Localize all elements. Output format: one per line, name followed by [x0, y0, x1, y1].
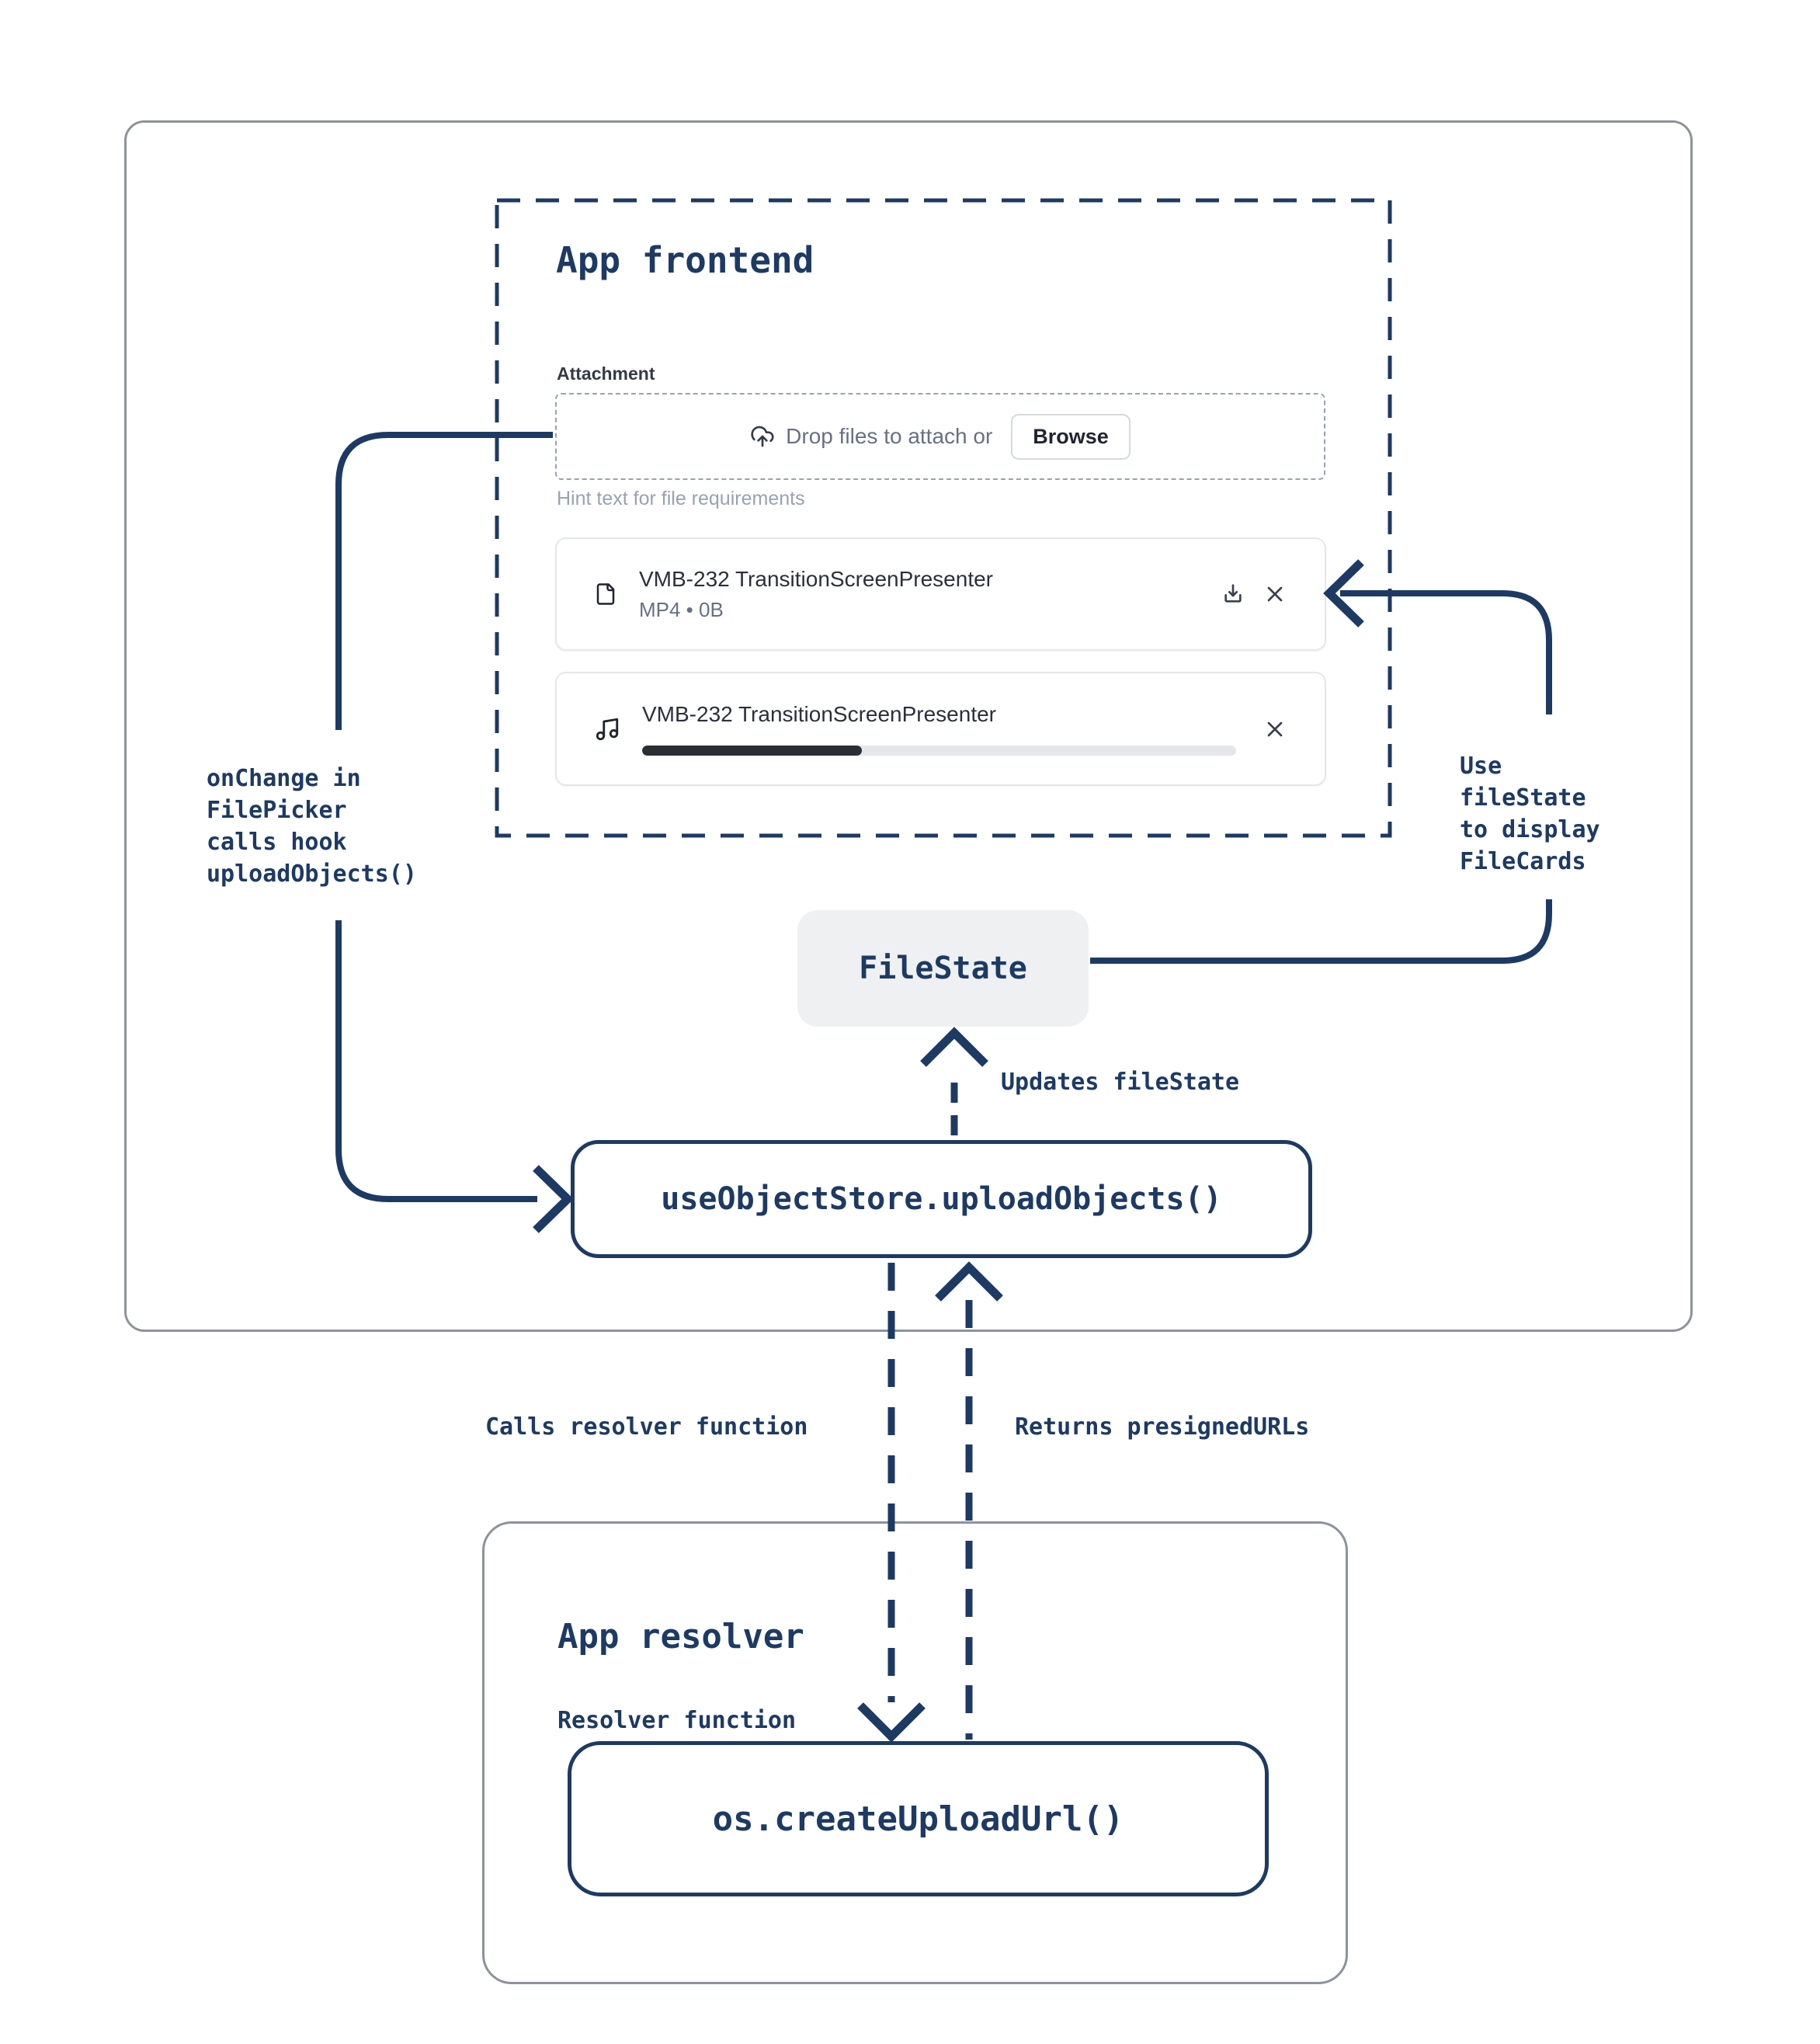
upload-hook-node: useObjectStore.uploadObjects(): [571, 1140, 1312, 1258]
create-upload-url-node: os.createUploadUrl(): [568, 1741, 1269, 1896]
music-icon: [594, 716, 620, 742]
upload-progress-bar: [642, 746, 1236, 756]
progress-fill: [642, 746, 863, 756]
onchange-annotation: onChange in FilePicker calls hook upload…: [207, 765, 417, 888]
app-resolver-title: App resolver: [557, 1617, 804, 1656]
resolver-function-label: Resolver function: [557, 1707, 797, 1734]
app-frontend-title: App frontend: [556, 239, 814, 281]
attachment-label: Attachment: [557, 363, 655, 384]
browse-button[interactable]: Browse: [1011, 413, 1131, 460]
dropzone-hint: Hint text for file requirements: [557, 488, 805, 509]
file-icon: [594, 581, 617, 607]
calls-resolver-label: Calls resolver function: [485, 1413, 808, 1441]
close-icon[interactable]: [1263, 582, 1287, 607]
filestate-node: FileState: [797, 910, 1089, 1027]
file-dropzone[interactable]: Drop files to attach or Browse: [555, 393, 1325, 480]
use-filestate-annotation: Use fileState to display FileCards: [1460, 753, 1600, 875]
file-title: VMB-232 TransitionScreenPresenter: [639, 566, 993, 591]
file-card-uploading: VMB-232 TransitionScreenPresenter: [555, 672, 1326, 786]
returns-presigned-label: Returns presignedURLs: [1015, 1413, 1310, 1441]
dropzone-prompt: Drop files to attach or: [786, 424, 993, 448]
file-title: VMB-232 TransitionScreenPresenter: [642, 702, 996, 726]
close-icon[interactable]: [1263, 717, 1287, 742]
upload-cloud-icon: [750, 424, 775, 449]
updates-filestate-label: Updates fileState: [1001, 1069, 1240, 1096]
download-icon[interactable]: [1221, 582, 1245, 607]
file-card-uploaded: VMB-232 TransitionScreenPresenter MP4 • …: [555, 537, 1326, 651]
file-meta: MP4 • 0B: [639, 597, 724, 621]
